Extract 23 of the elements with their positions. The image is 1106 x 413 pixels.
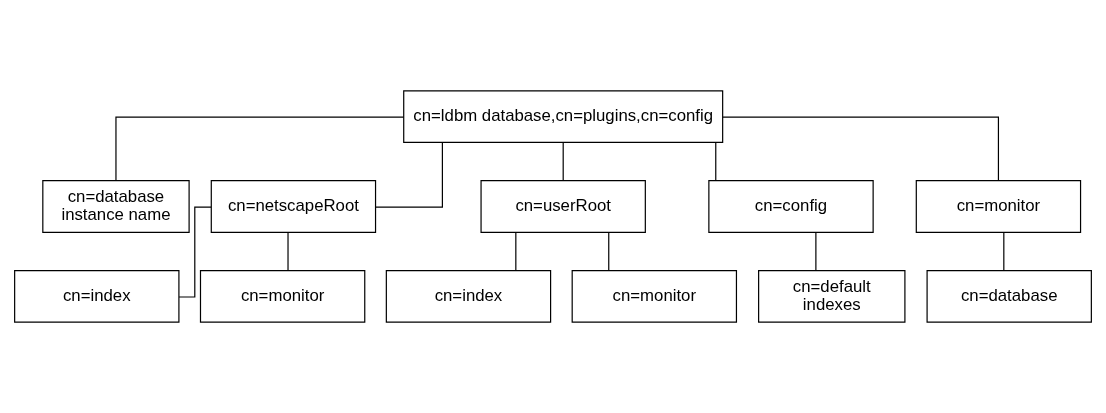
connector [115,116,405,182]
connector [375,142,443,208]
connector [722,116,1000,182]
node-box: cn=index [14,270,180,323]
connector [715,142,717,182]
node-box: cn=default indexes [758,270,906,323]
node-box: cn=index [385,270,552,323]
connector [1003,231,1005,272]
node-box: cn=netscapeRoot [210,180,377,233]
node-box: cn=monitor [571,270,738,323]
connector [815,231,817,272]
node-box: cn=monitor [199,270,366,323]
node-box: cn=monitor [915,180,1082,233]
connector [608,231,610,272]
connector [562,142,564,182]
node-box: cn=userRoot [480,180,646,233]
connector [287,231,289,272]
connector [178,206,212,298]
node-box: cn=database [926,270,1092,323]
connector [515,231,517,272]
node-box: cn=database instance name [42,180,190,233]
node-box: cn=config [708,180,874,233]
node-box: cn=ldbm database,cn=plugins,cn=config [403,90,724,143]
